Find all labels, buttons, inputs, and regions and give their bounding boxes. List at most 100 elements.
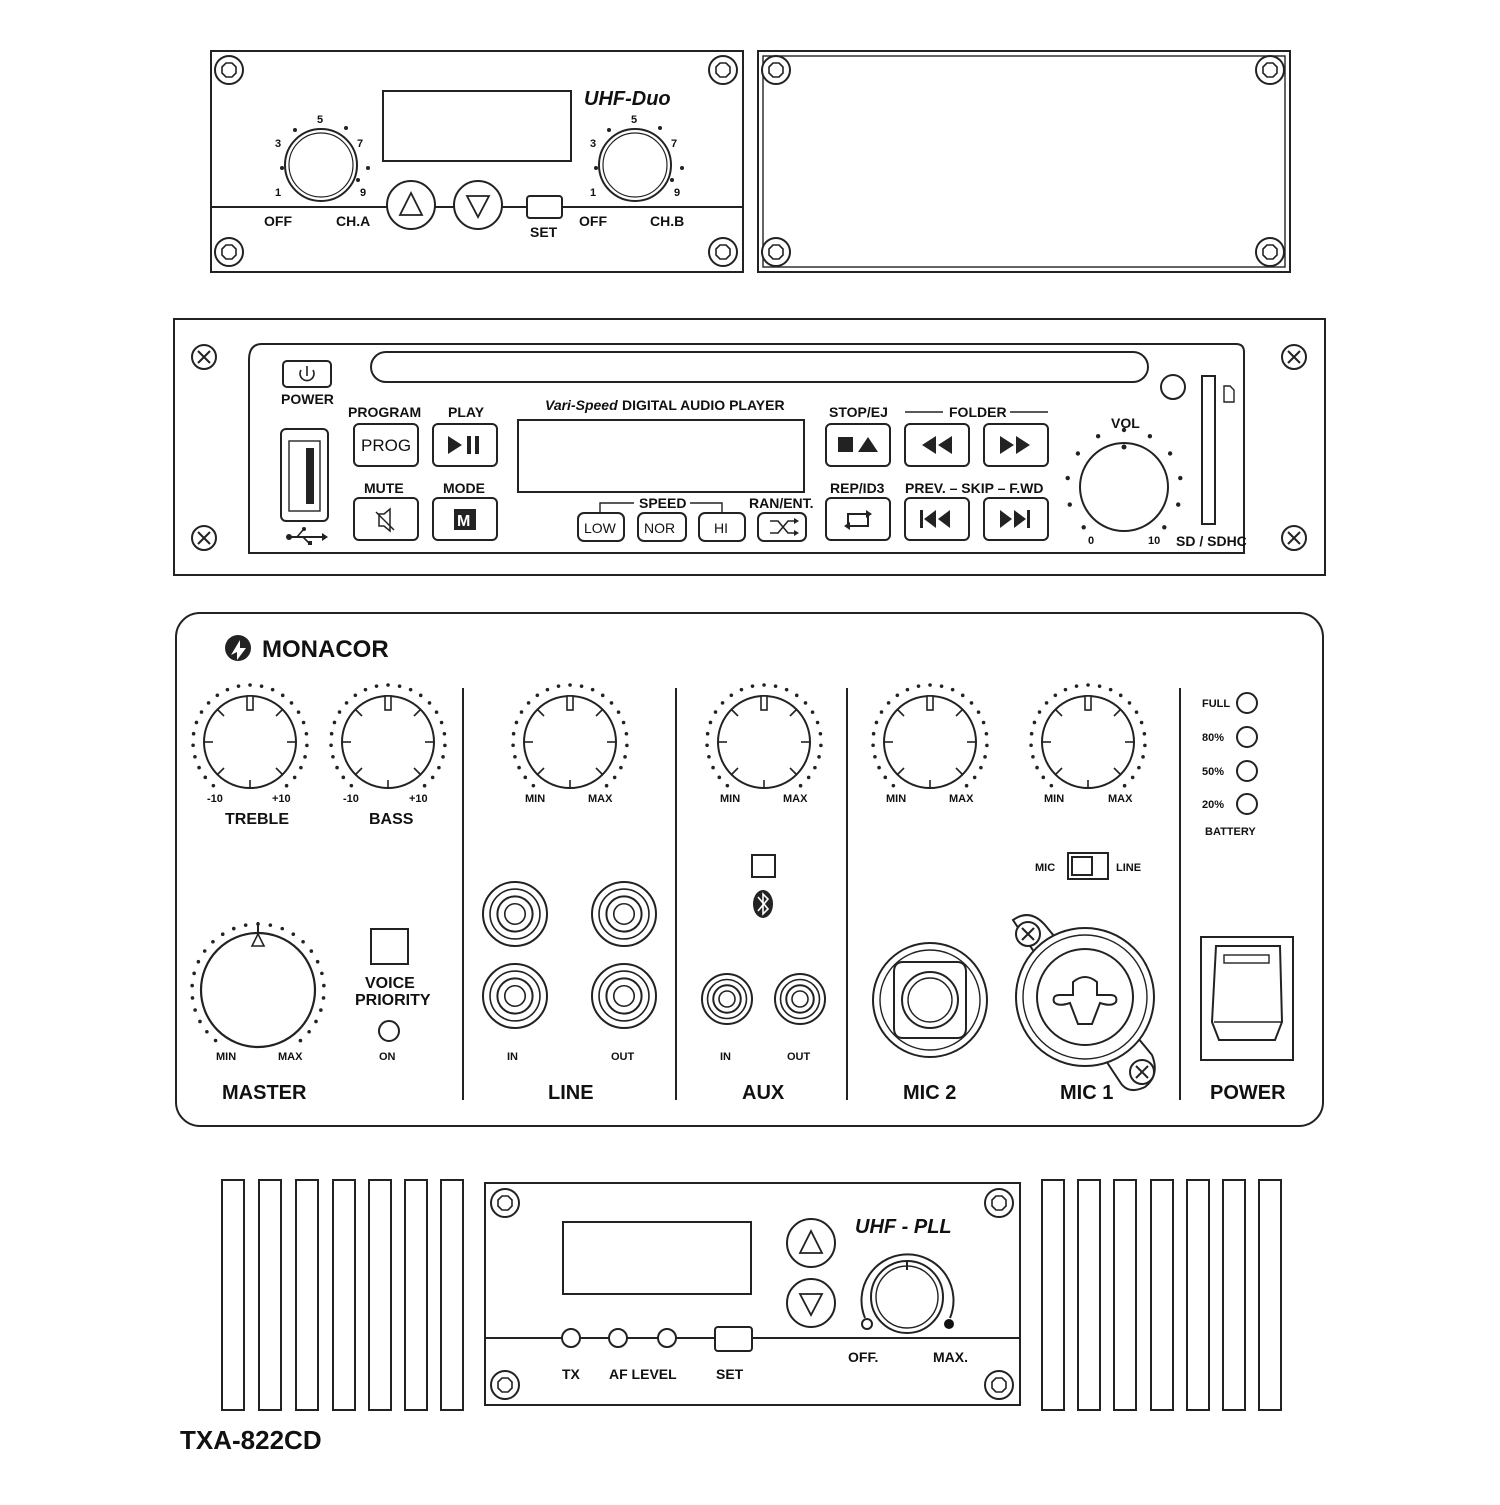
volume-max-label: 10: [1148, 535, 1160, 547]
program-label: PROGRAM: [348, 404, 421, 420]
aux-in-jack[interactable]: [701, 973, 753, 1025]
screw-icon: [214, 237, 244, 267]
triangle-up-icon: [798, 1228, 824, 1254]
aux-out-jack[interactable]: [774, 973, 826, 1025]
skip-next-button[interactable]: [983, 497, 1049, 541]
battery-20-led: [1236, 793, 1258, 815]
knob-a-scale-7: 7: [357, 138, 363, 150]
monacor-brand: MONACOR: [262, 636, 389, 663]
pll-up-button[interactable]: [786, 1218, 836, 1268]
folder-forward-button[interactable]: [983, 423, 1049, 467]
knob-b-label: CH.B: [650, 213, 684, 229]
tx-led: [561, 1328, 581, 1348]
speed-hi-button[interactable]: [698, 512, 746, 542]
knob-a-label: CH.A: [336, 213, 370, 229]
random-button[interactable]: [757, 512, 807, 542]
battery-50-led: [1236, 760, 1258, 782]
sd-sdhc-label: SD / SDHC: [1176, 533, 1247, 549]
switch-line-label: LINE: [1116, 862, 1141, 874]
pll-set-label: SET: [716, 1366, 744, 1382]
pll-down-button[interactable]: [786, 1278, 836, 1328]
line-in-jack-bottom[interactable]: [482, 963, 548, 1029]
aux-level-knob[interactable]: [705, 683, 823, 789]
up-button[interactable]: [386, 180, 436, 230]
mode-button[interactable]: M: [432, 497, 498, 541]
mode-label: MODE: [443, 480, 485, 496]
knob-b-scale-3: 3: [590, 138, 596, 150]
digital-audio-player: POWER PROGRAM PROG PLAY: [173, 318, 1326, 576]
aux-label: AUX: [742, 1082, 785, 1104]
screw-icon: [984, 1370, 1014, 1400]
line-level-knob[interactable]: [511, 683, 629, 789]
skip-next-icon: [1000, 510, 1030, 528]
set-button[interactable]: [526, 195, 563, 219]
screw-icon: [214, 55, 244, 85]
line-label: LINE: [548, 1082, 594, 1104]
heatsink-fin: [440, 1179, 464, 1411]
treble-knob[interactable]: [191, 683, 309, 789]
speed-low-button[interactable]: [577, 512, 625, 542]
skip-label: PREV. – SKIP – F.WD: [905, 480, 1044, 496]
folder-back-button[interactable]: [904, 423, 970, 467]
down-button[interactable]: [453, 180, 503, 230]
mic2-level-knob[interactable]: [871, 683, 989, 789]
line-out-jack-bottom[interactable]: [591, 963, 657, 1029]
mic1-level-knob[interactable]: [1029, 683, 1147, 789]
knob-a-off-label: OFF: [264, 213, 292, 229]
screw-icon: [191, 525, 217, 551]
af-level-label: AF LEVEL: [609, 1366, 677, 1382]
power-rocker-switch[interactable]: [1200, 936, 1294, 1061]
stop-eject-label: STOP/EJ: [829, 404, 888, 420]
pll-set-button[interactable]: [714, 1326, 753, 1352]
usb-icon: [286, 527, 328, 545]
bass-knob[interactable]: [329, 683, 447, 789]
knob-b-off-label: OFF: [579, 213, 607, 229]
mute-button[interactable]: [353, 497, 419, 541]
stop-icon: [838, 437, 853, 452]
line-in-jack-top[interactable]: [482, 881, 548, 947]
channel-a-knob[interactable]: [284, 128, 358, 202]
skip-previous-button[interactable]: [904, 497, 970, 541]
volume-knob[interactable]: [1079, 442, 1169, 532]
usb-port[interactable]: [280, 428, 329, 522]
speed-nor-button[interactable]: [637, 512, 687, 542]
mic-line-switch[interactable]: [1067, 852, 1109, 880]
af-level-knob[interactable]: [860, 1253, 955, 1334]
mic2-jack[interactable]: [872, 942, 988, 1058]
battery-label: BATTERY: [1205, 826, 1256, 838]
play-pause-button[interactable]: [432, 423, 498, 467]
battery-20-label: 20%: [1202, 799, 1224, 811]
voice-priority-button[interactable]: [370, 928, 409, 965]
knob-a-scale-5: 5: [317, 114, 323, 126]
mute-icon: [375, 507, 395, 533]
mic1-combo-jack[interactable]: [1011, 914, 1156, 1092]
speed-hi-label: HI: [714, 520, 728, 536]
bass-label: BASS: [369, 811, 414, 828]
volume-min-label: 0: [1088, 535, 1094, 547]
battery-50-label: 50%: [1202, 766, 1224, 778]
sd-card-slot[interactable]: [1201, 375, 1216, 525]
line-out-jack-top[interactable]: [591, 881, 657, 947]
master-volume-knob[interactable]: [190, 922, 326, 1049]
knob-a-scale-9: 9: [360, 187, 366, 199]
prog-button[interactable]: [353, 423, 419, 467]
mic1-knob-min-label: MIN: [1044, 793, 1064, 805]
channel-b-knob[interactable]: [598, 128, 672, 202]
heatsink-fin: [258, 1179, 282, 1411]
skip-previous-icon: [920, 510, 950, 528]
bluetooth-pair-button[interactable]: [751, 854, 776, 878]
uhf-pll-module: UHF - PLL OFF. MAX. TX AF LEVEL SET: [484, 1182, 1021, 1406]
stop-eject-button[interactable]: [825, 423, 891, 467]
repeat-button[interactable]: [825, 497, 891, 541]
power-button[interactable]: [282, 360, 332, 388]
cd-slot[interactable]: [370, 351, 1149, 383]
knob-b-scale-1: 1: [590, 187, 596, 199]
heatsink-fin: [221, 1179, 245, 1411]
model-label: TXA-822CD: [180, 1425, 322, 1455]
heatsink-fin: [368, 1179, 392, 1411]
bluetooth-icon: [753, 890, 773, 918]
fast-forward-icon: [1000, 436, 1030, 454]
screw-icon: [191, 344, 217, 370]
screw-icon: [1129, 1059, 1155, 1085]
